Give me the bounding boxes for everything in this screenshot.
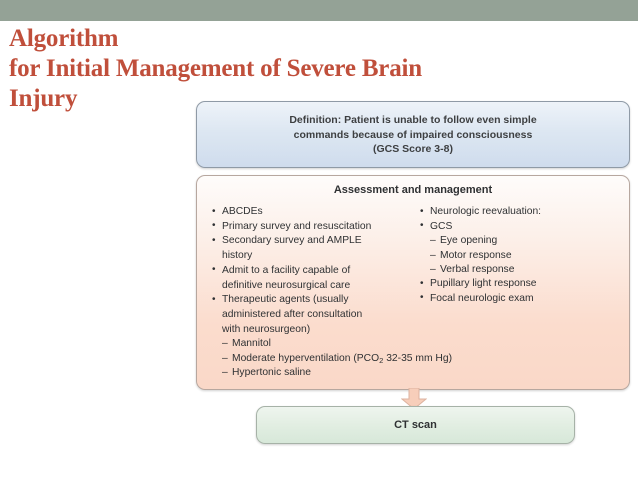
list-item: Focal neurologic exam	[419, 291, 624, 306]
list-item: Admit to a facility capable of	[211, 263, 426, 278]
slide-top-bar	[0, 0, 638, 21]
list-item-label: Admit to a facility capable of	[222, 264, 351, 276]
list-item-label: definitive neurosurgical care	[222, 279, 351, 291]
right-bullet-list-tail: Pupillary light response Focal neurologi…	[419, 277, 624, 306]
page-title: Algorithm for Initial Management of Seve…	[9, 24, 422, 114]
ct-scan-box: CT scan	[256, 406, 575, 444]
dash-item: Mannitol	[222, 337, 426, 351]
flowchart: Definition: Patient is unable to follow …	[196, 101, 630, 447]
list-item-continuation: with neurosurgeon)	[211, 323, 426, 337]
dash-item: Hypertonic saline	[222, 366, 426, 380]
list-item: GCS	[419, 219, 624, 234]
definition-text: Definition: Patient is unable to follow …	[197, 113, 629, 157]
assessment-heading: Assessment and management	[333, 184, 493, 196]
assessment-left-column: ABCDEs Primary survey and resuscitation …	[211, 204, 452, 380]
list-item-label: history	[222, 250, 253, 262]
list-item-label: Secondary survey and AMPLE	[222, 235, 362, 247]
list-item-label: with neurosurgeon)	[222, 323, 311, 335]
list-item-continuation: definitive neurosurgical care	[211, 279, 426, 293]
list-item: Neurologic reevaluation:	[419, 204, 624, 219]
dash-item: Motor response	[430, 249, 624, 263]
list-item-label: Neurologic reevaluation:	[430, 206, 542, 217]
dash-item-label: Moderate hyperventilation (PCO	[232, 352, 380, 364]
page-title-line-1: Algorithm	[9, 25, 119, 52]
dash-item: Eye opening	[430, 234, 624, 248]
definition-line-2: commands because of impaired consciousne…	[293, 128, 533, 141]
list-item-label: ABCDEs	[222, 206, 263, 217]
list-item-label: Pupillary light response	[430, 278, 537, 290]
page-title-line-2: for Initial Management of Severe Brain	[9, 55, 422, 82]
list-item: Secondary survey and AMPLE	[211, 234, 426, 248]
dash-item-label: Motor response	[440, 249, 512, 261]
definition-box: Definition: Patient is unable to follow …	[196, 101, 630, 168]
right-dash-list: Eye opening Motor response Verbal respon…	[419, 234, 624, 277]
list-item-continuation: administered after consultation	[211, 308, 426, 322]
list-item-continuation: history	[211, 249, 426, 263]
list-item: Primary survey and resuscitation	[211, 219, 426, 234]
left-dash-list: Mannitol Moderate hyperventilation (PCO2…	[211, 337, 452, 380]
subscript-2: 2	[379, 356, 384, 366]
dash-item-label-tail: 32-35 mm Hg)	[383, 352, 452, 364]
right-bullet-list: Neurologic reevaluation: GCS	[419, 204, 624, 234]
assessment-management-box: Assessment and management ABCDEs Primary…	[196, 175, 630, 390]
dash-item-label: Mannitol	[232, 338, 271, 350]
list-item-label: Therapeutic agents (usually	[222, 294, 349, 306]
definition-line-3: (GCS Score 3-8)	[373, 143, 453, 155]
page-title-line-3: Injury	[9, 85, 78, 112]
dash-item-label: Verbal response	[440, 263, 515, 275]
dash-item-label: Eye opening	[440, 235, 498, 247]
assessment-right-column: Neurologic reevaluation: GCS Eye opening…	[419, 204, 624, 306]
list-item: ABCDEs	[211, 204, 426, 219]
definition-line-1: Definition: Patient is unable to follow …	[289, 114, 537, 126]
list-item-label: administered after consultation	[222, 308, 363, 320]
list-item-label: Primary survey and resuscitation	[222, 220, 372, 232]
list-item-label: Focal neurologic exam	[430, 292, 534, 304]
down-arrow-icon	[401, 388, 427, 410]
list-item: Therapeutic agents (usually	[211, 293, 426, 307]
left-bullet-list: ABCDEs Primary survey and resuscitation …	[211, 204, 426, 337]
ct-scan-label: CT scan	[394, 419, 437, 431]
dash-item: Moderate hyperventilation (PCO2 32-35 mm…	[222, 352, 452, 366]
dash-item: Verbal response	[430, 263, 624, 277]
list-item: Pupillary light response	[419, 277, 624, 291]
dash-item-label: Hypertonic saline	[232, 366, 311, 378]
list-item-label: GCS	[430, 220, 453, 232]
